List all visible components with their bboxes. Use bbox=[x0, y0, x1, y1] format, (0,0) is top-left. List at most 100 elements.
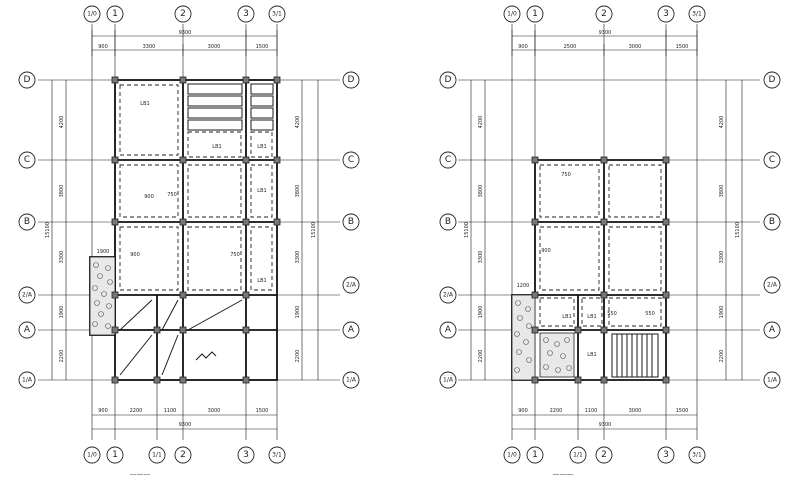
dim-left-1: 4200 bbox=[478, 116, 484, 129]
room-tag-4: LB1 bbox=[257, 188, 266, 194]
floor-plan-left: 9300 900 3300 3000 1500 900 2200 1100 30… bbox=[18, 5, 360, 478]
row-left-4: 2/A bbox=[22, 292, 33, 299]
row-right-6: 1/A bbox=[346, 377, 357, 384]
axis-bubbles-top-left: 1/0 1 2 3 3/1 bbox=[83, 5, 286, 23]
axis-bubbles-bottom-right: 1/0 1 1/1 2 3 3/1 bbox=[503, 446, 706, 464]
annotation-1: 750 bbox=[561, 172, 571, 178]
axis-top-1: 1/0 bbox=[87, 11, 97, 18]
row-left-2: C bbox=[24, 155, 30, 165]
dim-bottom-total: 9300 bbox=[599, 422, 612, 428]
drawing-title-left: ——— bbox=[130, 470, 151, 478]
row-bubbles-left: D C B 2/A A 1/A D C B 2/A A 1/A bbox=[18, 71, 360, 389]
dim-bottom-4: 3000 bbox=[208, 408, 221, 414]
axis-bottom-2: 1 bbox=[532, 450, 538, 460]
dim-bottom-3: 1100 bbox=[164, 408, 177, 414]
dim-left-1: 4200 bbox=[59, 116, 65, 129]
dim-left-total: 15100 bbox=[464, 222, 470, 238]
columns-left bbox=[111, 76, 281, 384]
annotation-2: 750 bbox=[167, 192, 177, 198]
dim-left-3: 3300 bbox=[59, 251, 65, 264]
annotation-1: 900 bbox=[144, 194, 154, 200]
axis-bottom-5: 3 bbox=[243, 450, 249, 460]
dim-right-2: 3800 bbox=[719, 185, 725, 198]
hatched-area-right bbox=[511, 294, 575, 381]
row-left-2: C bbox=[445, 155, 451, 165]
annotation-4: 550 bbox=[607, 311, 617, 317]
row-right-3: B bbox=[348, 217, 354, 227]
dim-bottom-1: 900 bbox=[518, 408, 528, 414]
row-right-2: C bbox=[348, 155, 354, 165]
dim-bottom-4: 3000 bbox=[629, 408, 642, 414]
axis-top-2: 1 bbox=[532, 9, 538, 19]
row-left-6: 1/A bbox=[22, 377, 33, 384]
axis-bottom-1: 1/0 bbox=[87, 452, 97, 459]
room-tag-3: LB1 bbox=[257, 144, 266, 150]
room-tag-3: LB1 bbox=[587, 352, 596, 358]
row-right-5: A bbox=[348, 325, 355, 335]
dim-left-5: 2200 bbox=[478, 350, 484, 363]
row-right-3: B bbox=[769, 217, 775, 227]
dim-top-1: 900 bbox=[518, 44, 528, 50]
axis-top-5: 3/1 bbox=[692, 11, 702, 18]
stair-treads-right bbox=[611, 333, 659, 378]
room-tag-1: LB1 bbox=[562, 314, 571, 320]
row-right-5: A bbox=[769, 325, 776, 335]
row-right-4: 2/A bbox=[767, 282, 778, 289]
dim-top-3: 3000 bbox=[629, 44, 642, 50]
annotation-5: 1900 bbox=[97, 249, 110, 255]
dim-left-4: 1900 bbox=[59, 306, 65, 319]
row-left-4: 2/A bbox=[443, 292, 454, 299]
axis-bottom-3: 1/1 bbox=[573, 452, 583, 459]
axis-top-1: 1/0 bbox=[507, 11, 517, 18]
axis-bottom-5: 3 bbox=[663, 450, 669, 460]
room-tag-5: LB1 bbox=[257, 278, 266, 284]
drawing-title-right: ——— bbox=[553, 470, 574, 478]
room-tag-2: LB1 bbox=[212, 144, 221, 150]
dim-left-5: 2200 bbox=[59, 350, 65, 363]
row-left-3: B bbox=[24, 217, 30, 227]
dim-top-3: 3000 bbox=[208, 44, 221, 50]
axis-bottom-4: 2 bbox=[180, 450, 186, 460]
dim-bottom-1: 900 bbox=[98, 408, 108, 414]
axis-top-3: 2 bbox=[601, 9, 607, 19]
axis-bottom-3: 1/1 bbox=[152, 452, 162, 459]
dim-right-5: 2200 bbox=[719, 350, 725, 363]
dim-top-4: 1500 bbox=[676, 44, 689, 50]
dim-bottom-2: 2200 bbox=[130, 408, 143, 414]
axis-top-4: 3 bbox=[663, 9, 669, 19]
axis-top-3: 2 bbox=[180, 9, 186, 19]
dim-left-3: 3300 bbox=[478, 251, 484, 264]
room-tag-2: LB1 bbox=[587, 314, 596, 320]
dim-right-1: 4200 bbox=[719, 116, 725, 129]
dim-right-5: 2200 bbox=[295, 350, 301, 363]
row-right-2: C bbox=[769, 155, 775, 165]
hatched-area-left bbox=[89, 256, 116, 336]
dim-left-4: 1900 bbox=[478, 306, 484, 319]
dim-bottom-5: 1500 bbox=[256, 408, 269, 414]
axis-top-2: 1 bbox=[112, 9, 118, 19]
annotation-5: 550 bbox=[645, 311, 655, 317]
annotation-4: 750 bbox=[230, 252, 240, 258]
axis-bottom-4: 2 bbox=[601, 450, 607, 460]
row-left-5: A bbox=[445, 325, 452, 335]
floor-plan-right: 9300 900 2500 3000 1500 900 2200 1100 30… bbox=[439, 5, 781, 478]
row-left-6: 1/A bbox=[443, 377, 454, 384]
axis-bottom-6: 3/1 bbox=[692, 452, 702, 459]
dim-right-4: 1900 bbox=[719, 306, 725, 319]
axis-top-4: 3 bbox=[243, 9, 249, 19]
dim-left-2: 3800 bbox=[59, 185, 65, 198]
dim-right-total: 15100 bbox=[735, 222, 741, 238]
dim-top-2: 3300 bbox=[143, 44, 156, 50]
axis-top-5: 3/1 bbox=[272, 11, 282, 18]
dim-bottom-2: 2200 bbox=[550, 408, 563, 414]
row-right-4: 2/A bbox=[346, 282, 357, 289]
dim-right-4: 1900 bbox=[295, 306, 301, 319]
dim-top-1: 900 bbox=[98, 44, 108, 50]
room-tag-1: LB1 bbox=[140, 101, 149, 107]
axis-bubbles-bottom-left: 1/0 1 1/1 2 3 3/1 bbox=[83, 446, 286, 464]
dim-left-total: 15100 bbox=[45, 222, 51, 238]
dim-bottom-5: 1500 bbox=[676, 408, 689, 414]
row-right-1: D bbox=[348, 75, 355, 85]
annotation-3: 1200 bbox=[517, 283, 530, 289]
